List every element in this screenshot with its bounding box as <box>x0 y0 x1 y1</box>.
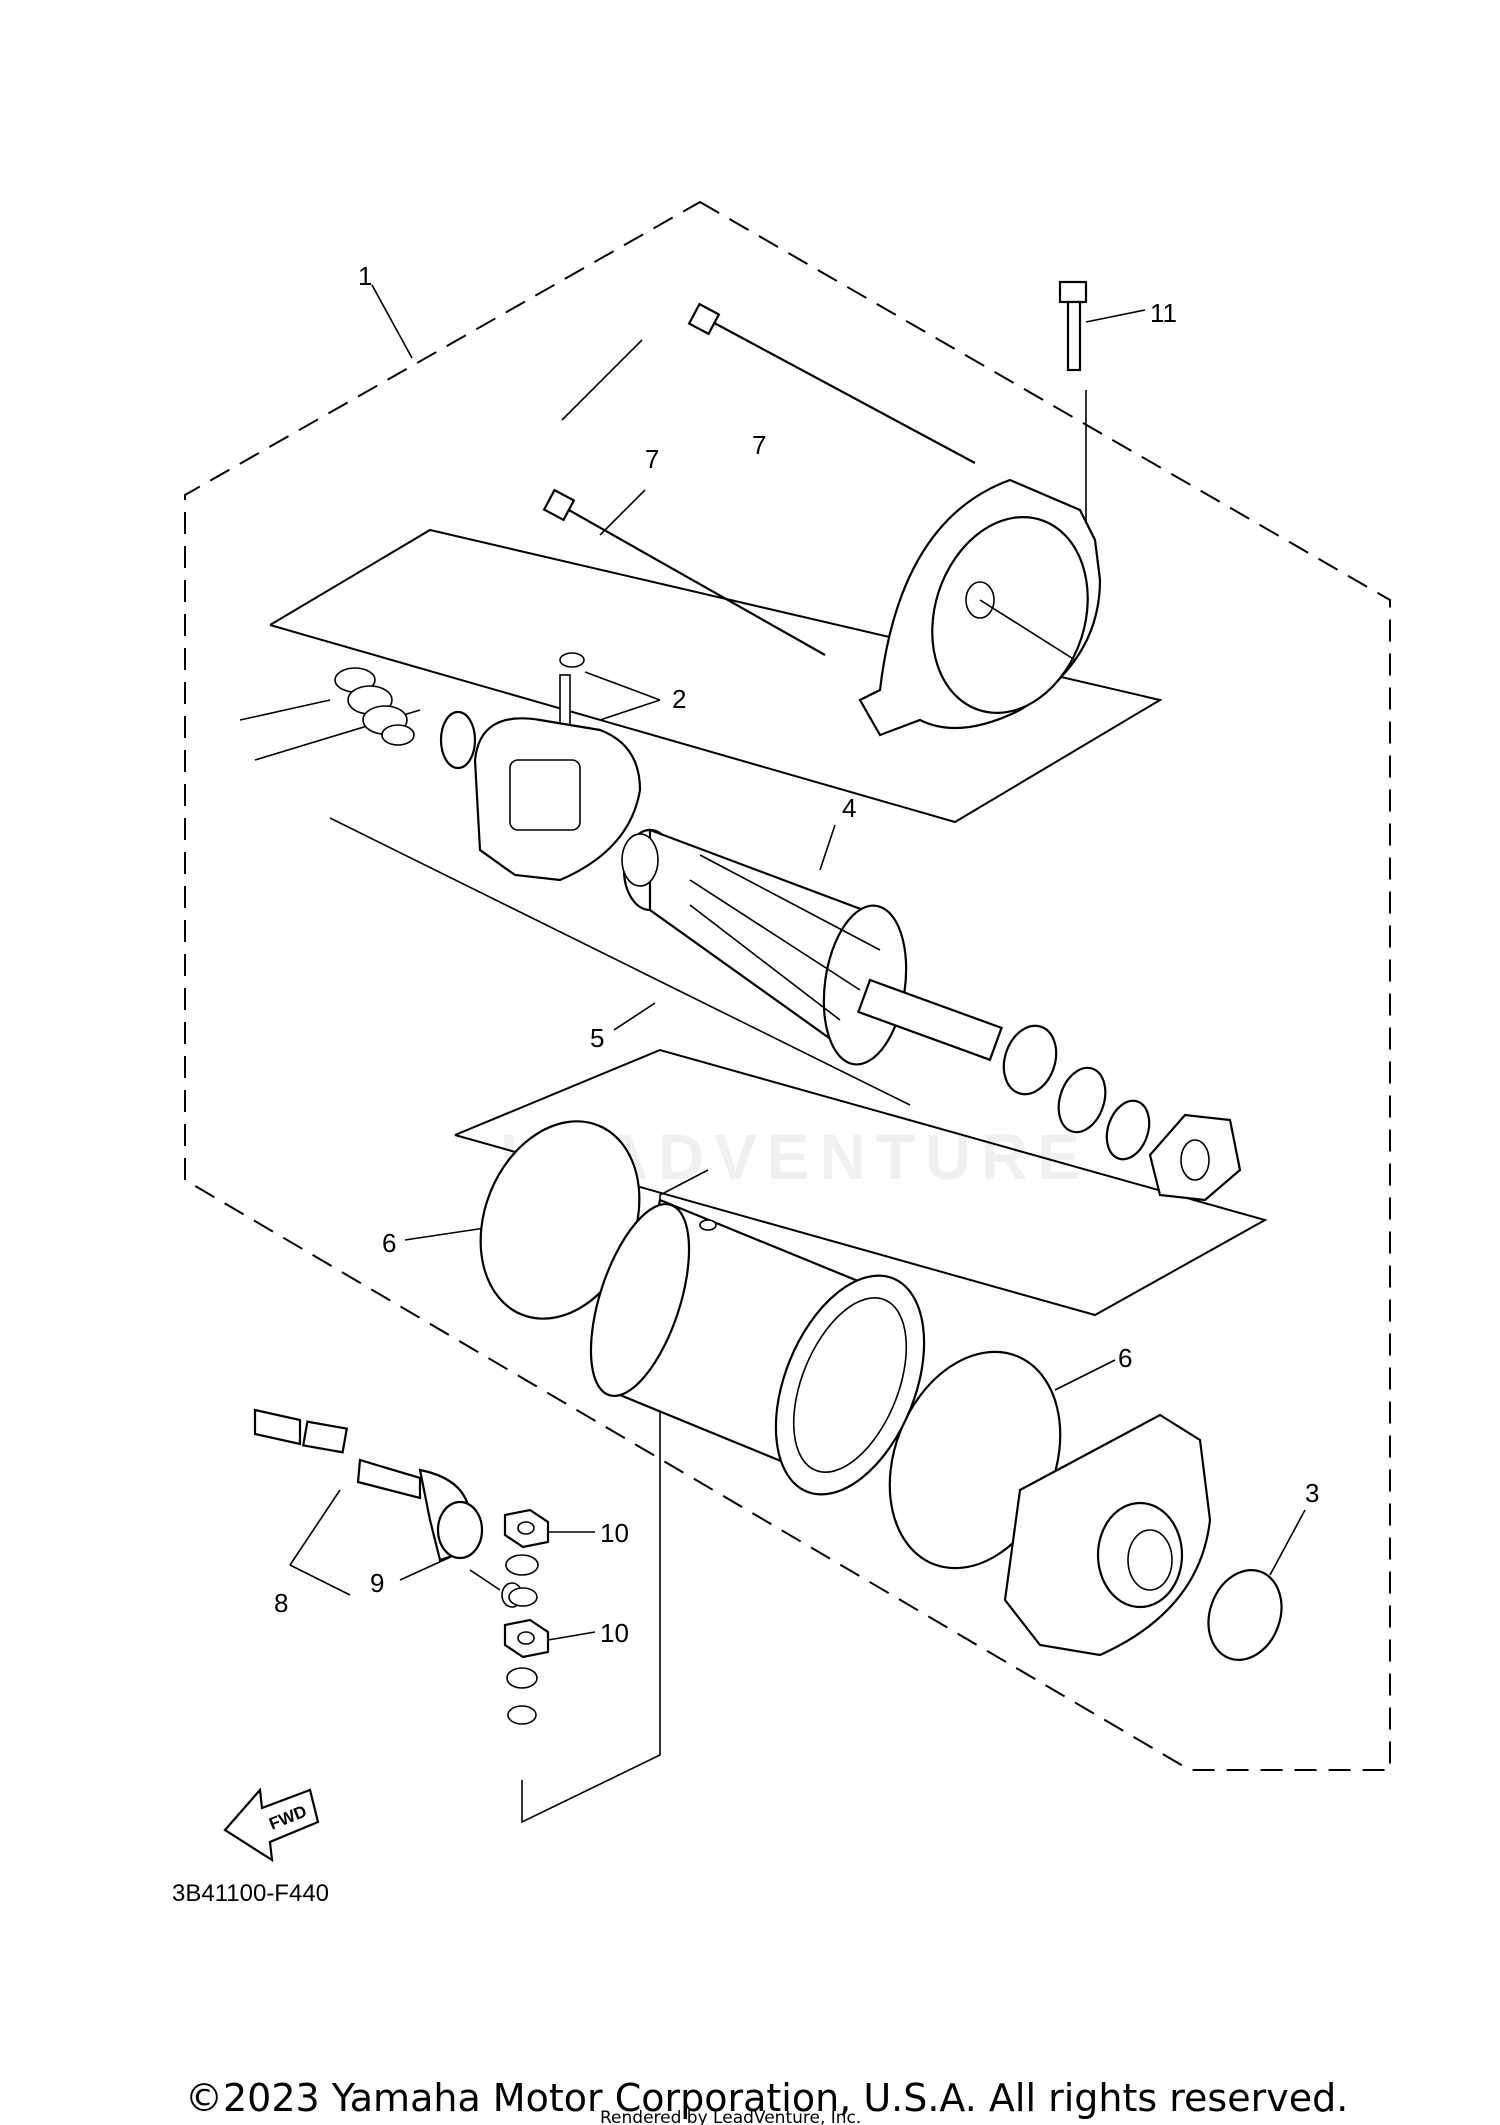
leader-10b <box>547 1631 596 1641</box>
callout-7-upper: 7 <box>752 430 767 460</box>
callout-8: 8 <box>274 1588 289 1618</box>
yoke-subassembly-outline <box>454 1048 1268 1317</box>
washer-small <box>439 710 477 770</box>
callout-4: 4 <box>842 793 857 823</box>
leader-7b <box>599 489 646 536</box>
through-bolt-lower <box>542 488 826 656</box>
washer-d <box>507 1705 537 1725</box>
leader-8b <box>289 1564 351 1596</box>
rendered-by-notice: Rendered by LeadVenture, Inc. <box>600 2108 862 2125</box>
callout-11: 11 <box>1150 298 1177 328</box>
guide-c <box>329 817 911 1106</box>
leader-6a <box>404 1227 486 1241</box>
callout-10-lower: 10 <box>600 1618 629 1648</box>
washer-3 <box>1105 1099 1151 1161</box>
spring <box>334 667 415 746</box>
callout-7-lower: 7 <box>645 444 660 474</box>
callout-6-lower: 6 <box>1118 1343 1133 1373</box>
rear-cover <box>858 478 1102 737</box>
assembly-boundary <box>184 200 1391 1771</box>
callout-9: 9 <box>370 1568 385 1598</box>
washer-a <box>505 1554 539 1576</box>
leader-3 <box>1269 1509 1306 1576</box>
leader-8a <box>289 1489 341 1566</box>
washer-1 <box>1002 1024 1058 1096</box>
leader-5 <box>613 1002 656 1031</box>
leader-4 <box>819 824 836 871</box>
leader-7a <box>561 339 643 421</box>
leader-11 <box>1085 309 1146 323</box>
leader-6b <box>1054 1359 1116 1391</box>
callout-10-upper: 10 <box>600 1518 629 1548</box>
washer-c <box>506 1667 538 1689</box>
o-ring-small <box>1207 1569 1283 1661</box>
callout-3: 3 <box>1305 1478 1320 1508</box>
through-bolt-upper <box>687 302 976 464</box>
washer-2 <box>1057 1066 1107 1134</box>
brush-holder <box>473 652 642 882</box>
leader-2a <box>584 671 661 701</box>
callout-5: 5 <box>590 1023 605 1053</box>
callout-6-upper: 6 <box>382 1228 397 1258</box>
washer-b <box>508 1587 538 1607</box>
nut-lower <box>503 1618 550 1659</box>
guide-line-cover <box>521 1169 709 1824</box>
diagram-code: 3B41100-F440 <box>172 1880 330 1907</box>
callout-1: 1 <box>358 261 373 291</box>
leader-2b <box>599 699 661 721</box>
lead-wire <box>253 1408 523 1608</box>
bolt-11 <box>1058 280 1088 372</box>
leader-1 <box>371 284 413 359</box>
callout-2: 2 <box>672 684 687 714</box>
brush-subassembly-outline <box>269 528 1163 824</box>
guide-a <box>239 699 331 721</box>
front-cover <box>1003 1413 1212 1657</box>
fwd-arrow-icon: FWD <box>223 1787 320 1863</box>
copyright-notice: ©2023 Yamaha Motor Corporation, U.S.A. A… <box>185 2076 1349 2120</box>
armature <box>621 828 1003 1066</box>
yoke <box>589 1198 926 1496</box>
nut-upper <box>503 1508 550 1549</box>
